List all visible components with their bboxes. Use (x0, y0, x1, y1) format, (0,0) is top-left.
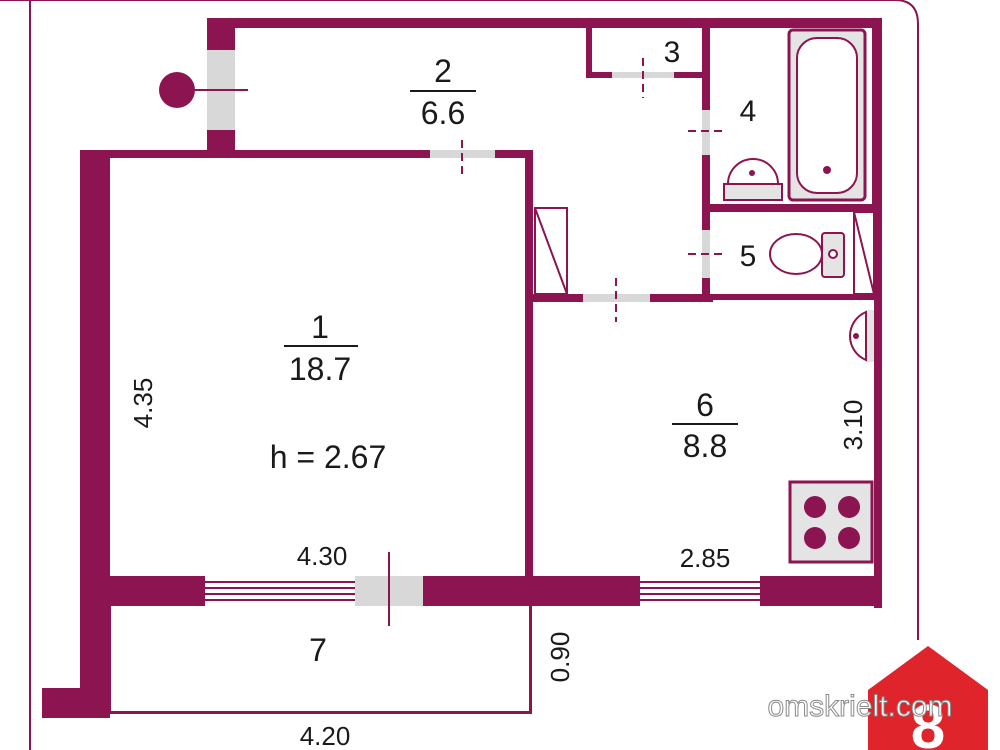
room7-number: 7 (309, 632, 327, 668)
balcony-left (108, 606, 111, 714)
dim-room1-width: 4.30 (297, 541, 348, 571)
kitchen-sink-icon (849, 310, 874, 362)
room4-number: 4 (740, 95, 757, 128)
house-logo-icon (868, 646, 988, 750)
riser-icon (159, 72, 195, 108)
room2-number: 2 (434, 53, 452, 89)
washbasin-icon (723, 158, 783, 201)
room5-number: 5 (740, 240, 757, 273)
room1-ceiling-height: h = 2.67 (270, 439, 387, 475)
room1-number: 1 (311, 309, 329, 345)
toilet-icon (769, 232, 845, 278)
balcony (108, 606, 532, 714)
room6-number: 6 (696, 387, 714, 423)
room1-area: 18.7 (289, 351, 351, 387)
wall-bath-bottom (702, 204, 882, 212)
balcony-right (529, 606, 532, 714)
window-room1 (205, 576, 355, 606)
dim-balcony-width: 4.20 (300, 721, 351, 750)
doors (195, 50, 724, 322)
wall-left-exterior (80, 150, 110, 718)
dim-kitchen-width: 2.85 (680, 543, 731, 573)
bathroom-door (702, 110, 710, 155)
dim-kitchen-height: 3.10 (838, 400, 868, 451)
wall-left-foot (42, 688, 110, 718)
balcony-bottom (108, 711, 532, 714)
wall-closet-left (586, 26, 592, 78)
logo-glyph: 8 (911, 693, 945, 750)
wall-right-upper (872, 18, 882, 208)
room6-area: 8.8 (683, 428, 727, 464)
frame-border (0, 0, 919, 640)
room2-area: 6.6 (421, 95, 465, 131)
toilet-shaft (853, 211, 875, 295)
dim-balcony-depth: 0.90 (545, 632, 575, 683)
wall-bath-left (702, 26, 710, 298)
corridor-cabinet (534, 207, 568, 295)
wall-top (207, 18, 882, 28)
dim-room1-height: 4.35 (128, 378, 158, 429)
bathtub-icon (787, 28, 867, 202)
wall-room1-right (525, 150, 533, 600)
watermark-site: omskrielt.com (767, 690, 952, 723)
stove-icon (788, 480, 874, 564)
room3-number: 3 (664, 36, 681, 69)
watermark-logo: 8 omskrielt.com (767, 646, 988, 750)
balcony-door (355, 552, 423, 626)
wall-right-lower (874, 208, 882, 608)
window-kitchen (640, 576, 760, 606)
wall-room1-top (80, 150, 530, 158)
wall-toilet-bottom (702, 294, 882, 300)
